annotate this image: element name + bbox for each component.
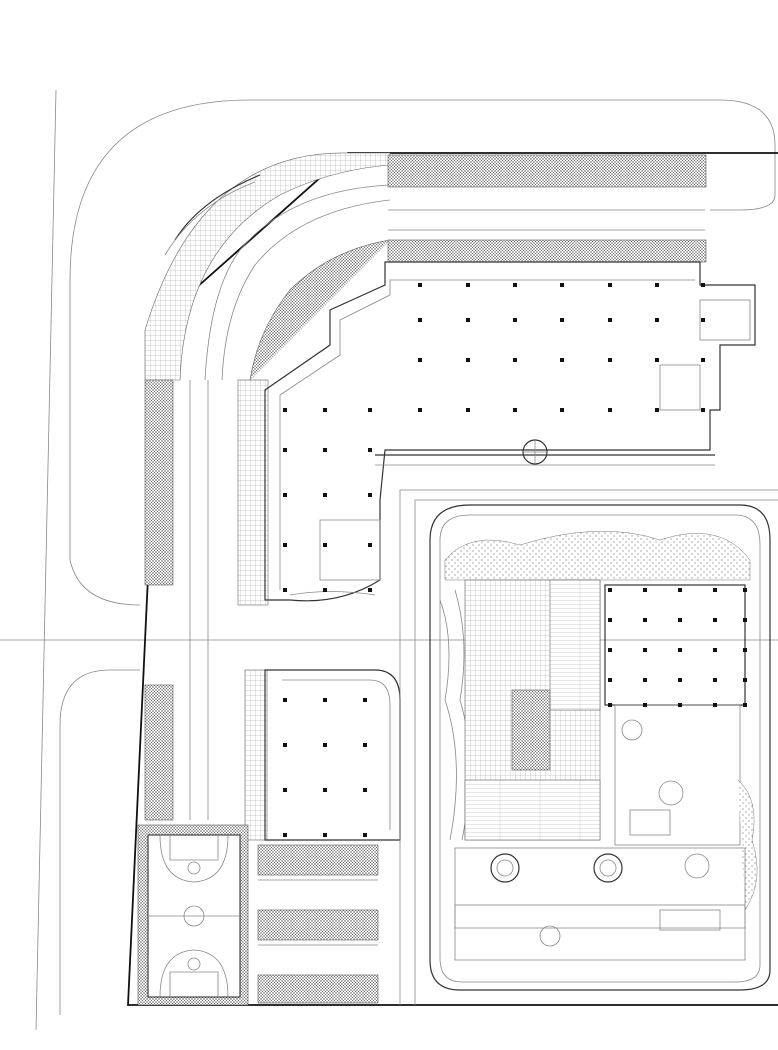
structural-column (283, 543, 287, 547)
structural-column (678, 678, 682, 682)
road-lines (0, 89, 778, 1031)
structural-column (323, 833, 327, 837)
structural-column (678, 648, 682, 652)
structural-column (655, 318, 659, 322)
structural-column (643, 618, 647, 622)
structural-column (608, 283, 612, 287)
structural-column (323, 743, 327, 747)
structural-column (608, 358, 612, 362)
structural-column (323, 493, 327, 497)
structural-column (323, 788, 327, 792)
structural-column (466, 358, 470, 362)
structural-column (643, 648, 647, 652)
structural-column (466, 318, 470, 322)
structural-column (701, 358, 705, 362)
structural-column (713, 648, 717, 652)
structural-column (368, 588, 372, 592)
structural-column (655, 283, 659, 287)
structural-column (608, 318, 612, 322)
structural-column (643, 703, 647, 707)
structural-column (608, 703, 612, 707)
structural-column (363, 833, 367, 837)
structural-column (368, 543, 372, 547)
curved-plaza (144, 152, 391, 381)
structural-column (560, 358, 564, 362)
structural-column (560, 283, 564, 287)
structural-column (560, 318, 564, 322)
structural-column (743, 588, 747, 592)
structural-column (608, 408, 612, 412)
structural-column (418, 318, 422, 322)
main-building-columns (283, 283, 705, 592)
structural-column (643, 678, 647, 682)
west-building-columns (283, 698, 367, 837)
structural-column (643, 588, 647, 592)
structural-column (363, 698, 367, 702)
structural-column (608, 648, 612, 652)
structural-column (363, 743, 367, 747)
structural-column (678, 703, 682, 707)
structural-column (513, 408, 517, 412)
basketball-court (137, 824, 249, 1006)
structural-column (701, 408, 705, 412)
structural-column (323, 448, 327, 452)
structural-column (608, 678, 612, 682)
west-paving (144, 379, 269, 841)
structural-column (713, 678, 717, 682)
structural-column (655, 408, 659, 412)
structural-column (678, 588, 682, 592)
structural-column (283, 588, 287, 592)
structural-column (283, 788, 287, 792)
top-paving-strips (387, 154, 707, 263)
structural-column (323, 698, 327, 702)
structural-column (323, 408, 327, 412)
structural-column (701, 318, 705, 322)
structural-column (678, 618, 682, 622)
west-building (257, 669, 401, 1004)
east-building-columns (608, 588, 747, 707)
structural-column (283, 448, 287, 452)
structural-column (283, 743, 287, 747)
structural-column (743, 678, 747, 682)
structural-column (560, 408, 564, 412)
structural-column (368, 493, 372, 497)
structural-column (713, 703, 717, 707)
structural-column (713, 588, 717, 592)
structural-column (743, 648, 747, 652)
structural-column (466, 283, 470, 287)
structural-column (608, 618, 612, 622)
structural-column (608, 588, 612, 592)
structural-column (713, 618, 717, 622)
structural-column (743, 703, 747, 707)
structural-column (323, 588, 327, 592)
structural-column (701, 283, 705, 287)
structural-column (368, 448, 372, 452)
structural-column (283, 698, 287, 702)
structural-column (466, 408, 470, 412)
structural-column (283, 833, 287, 837)
structural-column (513, 283, 517, 287)
structural-column (368, 408, 372, 412)
structural-column (283, 493, 287, 497)
main-building (264, 261, 756, 602)
structural-column (323, 543, 327, 547)
structural-column (743, 618, 747, 622)
structural-column (418, 283, 422, 287)
structural-column (513, 358, 517, 362)
structural-column (418, 358, 422, 362)
structural-column (513, 318, 517, 322)
structural-column (418, 408, 422, 412)
structural-column (363, 788, 367, 792)
structural-column (283, 408, 287, 412)
east-compound (399, 489, 778, 1005)
structural-column (655, 358, 659, 362)
